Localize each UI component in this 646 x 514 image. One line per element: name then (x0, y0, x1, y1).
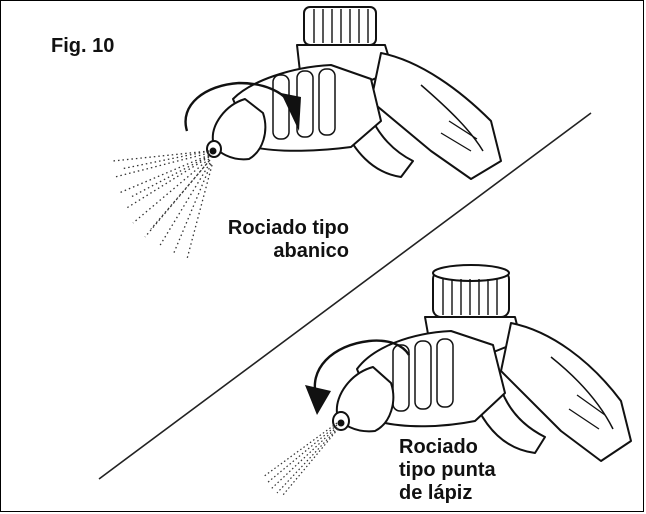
pencil-spray-caption: Rociado tipo punta de lápiz (399, 436, 496, 505)
pencil-caption-line3: de lápiz (399, 482, 473, 504)
figure-label: Fig. 10 (51, 35, 115, 57)
divider-line (98, 112, 592, 480)
bottom-spray-nozzle (305, 264, 632, 462)
top-spray-nozzle (184, 6, 502, 180)
fan-caption-line1: Rociado tipo (227, 217, 349, 239)
pencil-spray-pattern (262, 422, 339, 496)
fan-spray-caption: Rociado tipo abanico (209, 217, 349, 263)
pencil-caption-line1: Rociado (399, 436, 478, 458)
fan-spray-pattern (112, 150, 213, 260)
pencil-caption-line2: tipo punta (399, 459, 496, 481)
fan-caption-line2: abanico (273, 240, 349, 262)
